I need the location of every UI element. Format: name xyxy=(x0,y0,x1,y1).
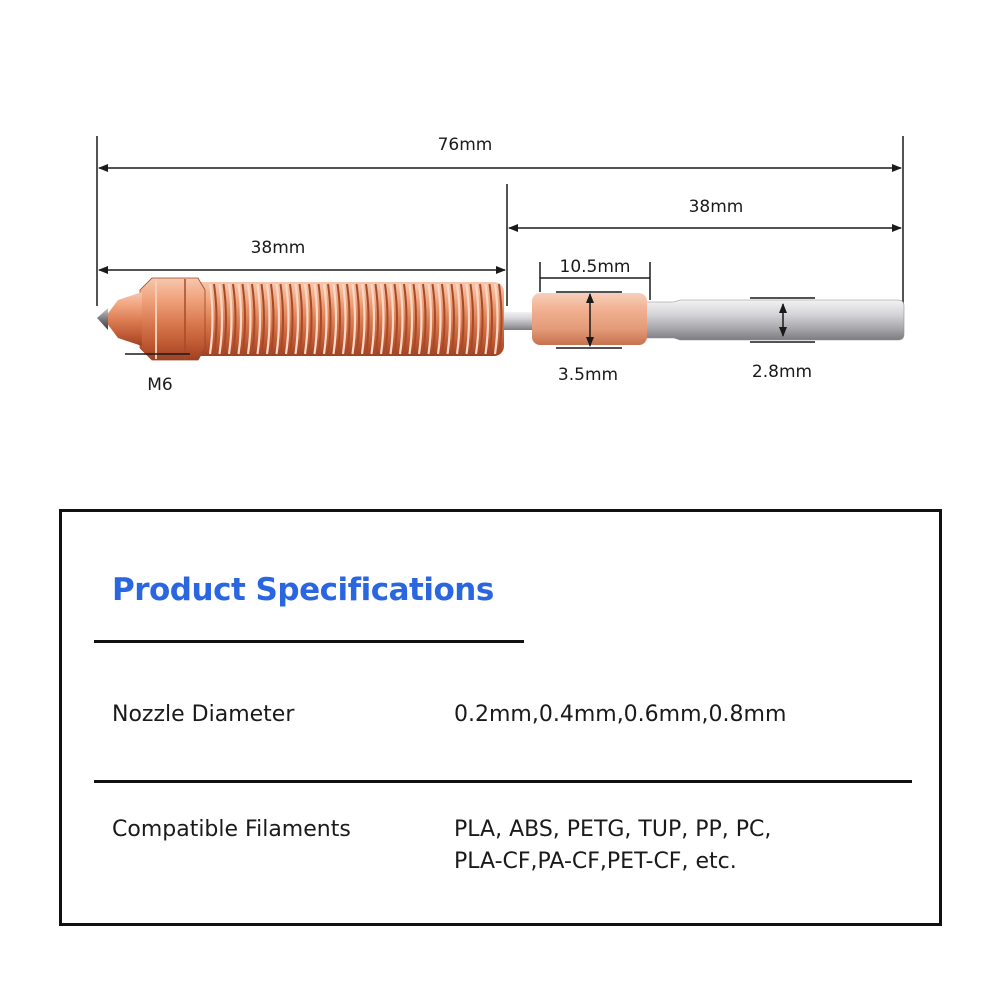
total-length-label: 76mm xyxy=(438,135,493,155)
thread-groove xyxy=(431,283,436,355)
row-divider xyxy=(94,780,912,783)
spec-value-nozzle-diameter: 0.2mm,0.4mm,0.6mm,0.8mm xyxy=(454,702,787,727)
thread-ridge xyxy=(265,283,271,355)
thread-ridge xyxy=(313,283,319,355)
thread-ridge xyxy=(493,283,499,355)
thread-ridge xyxy=(322,283,328,355)
thread-groove xyxy=(422,283,427,355)
thread-groove xyxy=(346,283,351,355)
thread-groove xyxy=(279,283,284,355)
thread-ridge xyxy=(398,283,404,355)
thread-ridge xyxy=(351,283,357,355)
steel-tube xyxy=(639,299,905,341)
thread-ridge xyxy=(484,283,490,355)
thread-groove xyxy=(488,283,493,355)
filaments-line-2: PLA-CF,PA-CF,PET-CF, etc. xyxy=(454,849,737,874)
thread-groove xyxy=(298,283,303,355)
hex-nut xyxy=(139,277,206,361)
product-specifications-panel: Product Specifications Nozzle Diameter 0… xyxy=(59,509,942,926)
spec-label-nozzle-diameter: Nozzle Diameter xyxy=(112,702,295,727)
thread-size-label: M6 xyxy=(147,375,172,395)
thread-groove xyxy=(498,283,503,355)
thread-groove xyxy=(393,283,398,355)
thread-ridge xyxy=(284,283,290,355)
dimension-sleeve-length: 10.5mm xyxy=(539,257,651,300)
thread-ridge xyxy=(294,283,300,355)
tube-diameter-label: 2.8mm xyxy=(752,362,812,382)
filaments-line-1: PLA, ABS, PETG, TUP, PP, PC, xyxy=(454,817,772,842)
thread-groove xyxy=(374,283,379,355)
thread-ridge xyxy=(474,283,480,355)
spec-title: Product Specifications xyxy=(112,572,494,608)
thread-groove xyxy=(241,283,246,355)
thread-groove xyxy=(251,283,256,355)
thread-groove xyxy=(317,283,322,355)
thread-groove xyxy=(327,283,332,355)
thread-groove xyxy=(469,283,474,355)
thread-groove xyxy=(336,283,341,355)
thread-groove xyxy=(308,283,313,355)
thread-ridge xyxy=(408,283,414,355)
dimension-total-length: 76mm xyxy=(96,135,904,306)
thread-groove xyxy=(403,283,408,355)
dimension-thread-size: M6 xyxy=(125,353,190,395)
thread-ridge xyxy=(455,283,461,355)
thread-ridge xyxy=(256,283,262,355)
thread-ridge xyxy=(360,283,366,355)
thread-groove xyxy=(289,283,294,355)
thread-groove xyxy=(460,283,465,355)
thread-groove xyxy=(450,283,455,355)
thread-ridge xyxy=(332,283,338,355)
thread-groove xyxy=(260,283,265,355)
thread-ridges xyxy=(208,283,503,355)
sleeve-diameter-label: 3.5mm xyxy=(558,365,618,385)
title-divider xyxy=(94,640,524,643)
dimension-sleeve-diameter: 3.5mm xyxy=(556,291,622,385)
thread-groove xyxy=(365,283,370,355)
thread-groove xyxy=(213,283,218,355)
spec-value-compatible-filaments: PLA, ABS, PETG, TUP, PP, PC, PLA-CF,PA-C… xyxy=(454,814,771,878)
thread-ridge xyxy=(303,283,309,355)
thread-groove xyxy=(412,283,417,355)
thread-ridge xyxy=(436,283,442,355)
left-length-label: 38mm xyxy=(251,238,306,258)
thread-groove xyxy=(270,283,275,355)
thread-ridge xyxy=(389,283,395,355)
right-length-label: 38mm xyxy=(689,197,744,217)
thread-ridge xyxy=(227,283,233,355)
nozzle-tip xyxy=(97,308,108,330)
thread-groove xyxy=(479,283,484,355)
thread-groove xyxy=(222,283,227,355)
thread-groove xyxy=(232,283,237,355)
thread-ridge xyxy=(218,283,224,355)
spec-label-compatible-filaments: Compatible Filaments xyxy=(112,817,351,842)
nozzle-dimension-diagram: 76mm 38mm 38mm 10.5mm xyxy=(96,135,905,395)
thread-ridge xyxy=(246,283,252,355)
thread-ridge xyxy=(370,283,376,355)
heat-break-neck xyxy=(500,312,536,330)
thread-ridge xyxy=(379,283,385,355)
thread-ridge xyxy=(465,283,471,355)
thread-ridge xyxy=(341,283,347,355)
dimension-left-length: 38mm xyxy=(98,184,508,306)
dimension-tube-diameter: 2.8mm xyxy=(750,297,815,382)
dimension-right-length: 38mm xyxy=(508,197,902,232)
thread-groove xyxy=(441,283,446,355)
thread-ridge xyxy=(237,283,243,355)
thread-groove xyxy=(384,283,389,355)
thread-groove xyxy=(355,283,360,355)
sleeve-length-label: 10.5mm xyxy=(560,257,631,277)
thread-ridge xyxy=(446,283,452,355)
thread-ridge xyxy=(427,283,433,355)
thread-ridge xyxy=(275,283,281,355)
thread-ridge xyxy=(208,283,214,355)
nozzle-cone xyxy=(106,292,142,346)
nozzle-illustration xyxy=(97,277,905,361)
thread-ridge xyxy=(417,283,423,355)
threaded-section xyxy=(190,282,504,356)
